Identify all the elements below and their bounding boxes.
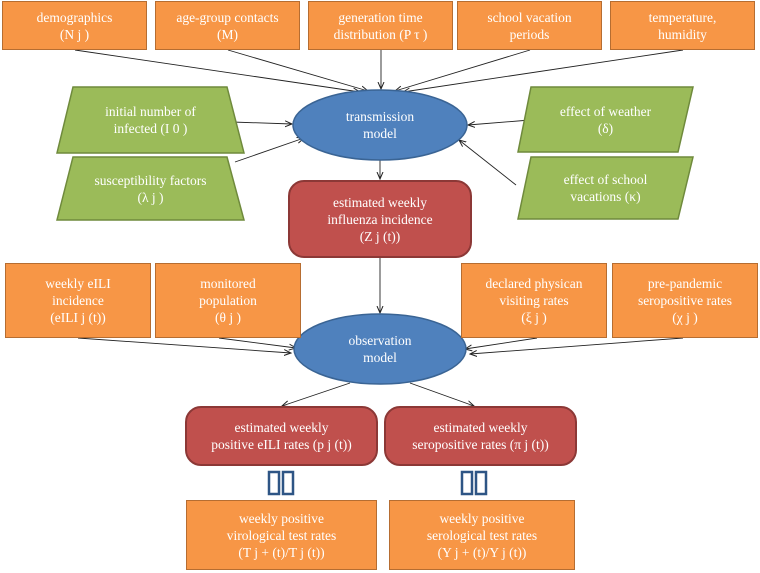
- temperature-line2: humidity: [658, 26, 707, 42]
- temperature-line1: temperature,: [648, 9, 717, 25]
- contacts-box: age-group contacts (M): [155, 1, 300, 50]
- susceptibility-label: susceptibility factors (λ j ): [57, 157, 244, 220]
- edge-visiting: [465, 337, 538, 349]
- prior-seropositive-line2: seropositive rates: [637, 293, 733, 308]
- weather-label: effect of weather (δ): [518, 87, 693, 152]
- monitored-box: monitored population (θ j ): [155, 263, 301, 338]
- weather-line2: (δ): [597, 120, 614, 136]
- school-effect-label: effect of school vacations (κ): [518, 157, 693, 219]
- visiting-line2: visiting rates: [499, 293, 569, 308]
- prior-seropositive-line3: (χ j ): [672, 310, 698, 325]
- visiting-line3: (ξ j ): [521, 310, 547, 325]
- susceptibility-line2: (λ j ): [137, 189, 164, 205]
- serological-line3: (Y j + (t)/Y j (t)): [437, 544, 527, 560]
- eili-line2: incidence: [52, 293, 104, 308]
- transmission-line2: model: [363, 126, 397, 141]
- school-effect-line2: vacations (κ): [570, 189, 641, 204]
- demographics-line1: demographics: [36, 9, 113, 25]
- initial-infected-label: initial number of infected (I 0 ): [57, 87, 244, 153]
- virological-line1: weekly positive: [238, 510, 325, 526]
- incidence-line2: influenza incidence: [327, 211, 433, 227]
- contacts-line1: age-group contacts: [176, 9, 279, 25]
- edge-seropositive-prior: [470, 337, 684, 354]
- demographics-box: demographics (N j ): [2, 1, 147, 50]
- seropositive-line1: estimated weekly: [433, 420, 528, 435]
- transmission-model-label: transmission model: [293, 90, 467, 160]
- incidence-line3: (Z j (t)): [359, 228, 401, 244]
- serological-test-box: weekly positive serological test rates (…: [389, 500, 575, 570]
- weather-line1: effect of weather: [559, 103, 652, 119]
- generation-time-box: generation time distribution (P τ ): [308, 1, 453, 50]
- observation-model-label: observation model: [294, 314, 466, 384]
- edge-observation-eili: [282, 382, 351, 406]
- seropositive-line2: seropositive rates (π j (t)): [412, 437, 549, 452]
- positive-eili-line2: positive eILI rates (p j (t)): [211, 437, 352, 452]
- school-effect-line1: effect of school: [563, 172, 648, 187]
- incidence-line1: estimated weekly: [332, 194, 428, 210]
- transmission-line1: transmission: [345, 109, 415, 124]
- observation-line1: observation: [348, 333, 412, 348]
- visiting-box: declared physican visiting rates (ξ j ): [461, 263, 607, 338]
- serological-line2: serological test rates: [426, 527, 538, 543]
- school-vacation-box: school vacation periods: [457, 1, 602, 50]
- prior-seropositive-line1: pre-pandemic: [647, 276, 723, 291]
- edge-monitored: [218, 337, 296, 348]
- serological-line1: weekly positive: [439, 510, 525, 526]
- temperature-box: temperature, humidity: [610, 1, 755, 50]
- edge-contacts: [227, 49, 368, 91]
- school-effect-shape: [517, 156, 694, 220]
- virological-line2: virological test rates: [226, 527, 337, 543]
- susceptibility-shape: [56, 156, 245, 221]
- initial-infected-shape: [56, 86, 245, 154]
- eili-line3: (eILI j (t)): [50, 310, 106, 325]
- incidence-box: estimated weekly influenza incidence (Z …: [288, 180, 472, 258]
- edge-school-effect: [459, 140, 517, 186]
- virological-line3: (T j + (t)/T j (t)): [238, 544, 325, 560]
- seropositive-box: estimated weekly seropositive rates (π j…: [384, 406, 577, 466]
- edge-weather: [468, 119, 531, 125]
- eili-line1: weekly eILI: [45, 276, 111, 291]
- edge-susceptibility: [234, 138, 304, 163]
- generation-time-line1: generation time: [338, 9, 423, 25]
- positive-eili-line1: estimated weekly: [234, 420, 329, 435]
- prior-seropositive-box: pre-pandemic seropositive rates (χ j ): [612, 263, 758, 338]
- monitored-line3: (θ j ): [215, 310, 241, 325]
- edge-school-vacation: [395, 49, 531, 91]
- edge-initial-infected: [231, 122, 292, 124]
- generation-time-line2: distribution (P τ ): [333, 26, 428, 42]
- susceptibility-line1: susceptibility factors: [94, 172, 207, 188]
- weather-shape: [517, 86, 694, 153]
- monitored-line2: population: [199, 293, 257, 308]
- edge-demographics: [74, 49, 360, 92]
- demographics-line2: (N j ): [59, 26, 90, 42]
- observation-line2: model: [363, 350, 397, 365]
- virological-test-box: weekly positive virological test rates (…: [186, 500, 377, 570]
- edge-eili: [77, 337, 291, 353]
- edge-observation-sero: [409, 382, 474, 406]
- visiting-line1: declared physican: [485, 276, 583, 291]
- school-vacation-line2: periods: [509, 26, 550, 42]
- school-vacation-line1: school vacation: [487, 9, 572, 25]
- initial-infected-line1: initial number of: [105, 104, 196, 119]
- positive-eili-box: estimated weekly positive eILI rates (p …: [185, 406, 378, 466]
- edge-temperature: [403, 49, 684, 92]
- initial-infected-line2: infected (I 0 ): [113, 121, 188, 136]
- eili-box: weekly eILI incidence (eILI j (t)): [5, 263, 151, 338]
- contacts-line2: (M): [217, 26, 238, 42]
- monitored-line1: monitored: [200, 276, 256, 291]
